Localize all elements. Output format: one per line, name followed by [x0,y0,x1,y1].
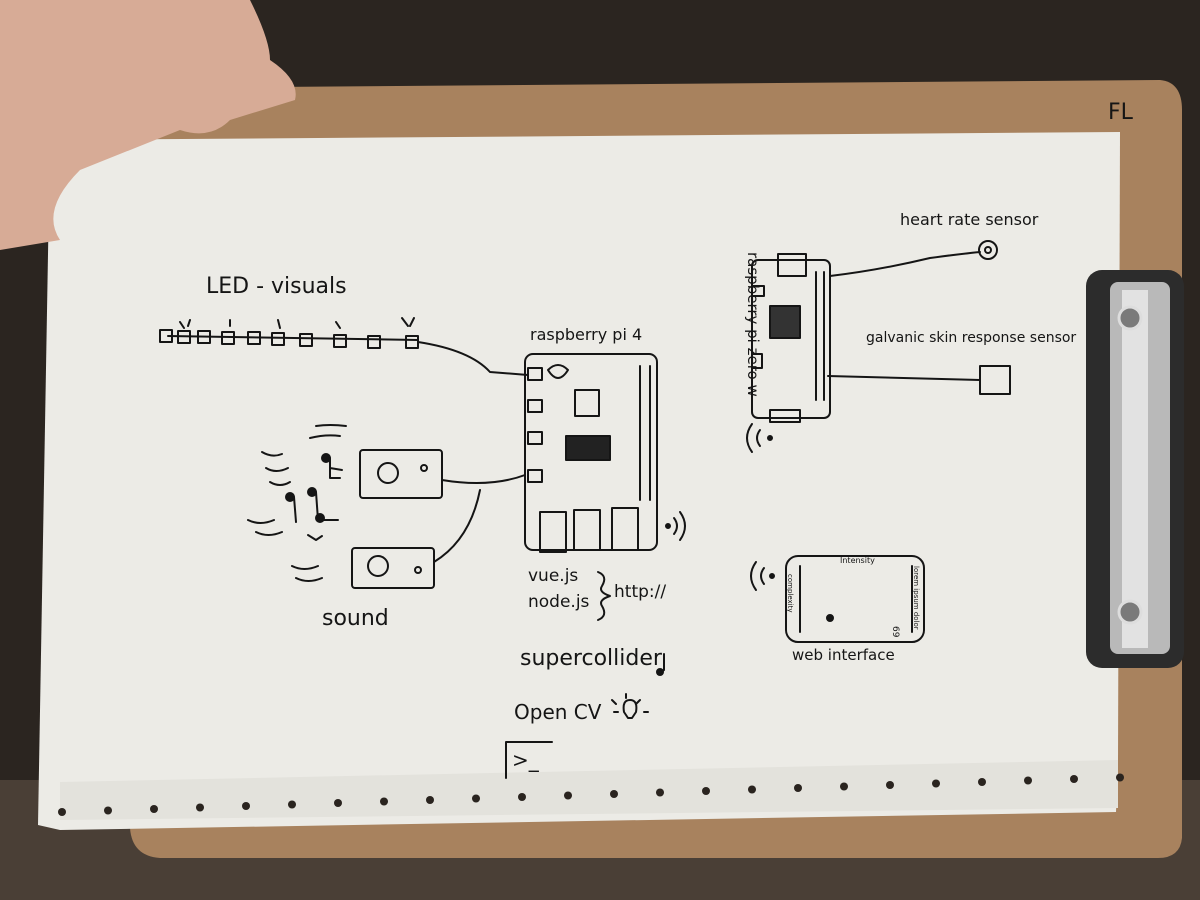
pi4-wifi-icon [665,511,686,541]
perforation-hole [380,797,388,806]
phone-complexity-label: complexity [786,574,794,613]
music-notes-icon [247,424,347,582]
supercollider-label: supercollider [520,646,662,671]
perforation-hole [334,799,342,807]
perforation-hole [794,784,802,792]
raspberry-pi-4-board [524,353,658,553]
lightbulb-icon [611,693,649,719]
opencv-label: Open CV [514,700,602,724]
terminal-frame [505,741,553,779]
paper-fold-strip [60,760,1118,820]
perforation-hole [58,808,66,816]
led-visuals-label: LED - visuals [206,274,347,299]
perforation-hole [288,800,296,809]
perforation-hole [656,788,664,797]
perforation-hole [426,796,434,804]
paper-sheet [38,132,1120,830]
speaker-top [359,449,526,499]
perforation-hole [196,803,204,812]
paper-perforation-holes [58,773,1124,816]
perforation-hole [702,787,710,795]
raspberry-pi-zero-board [751,240,1011,423]
sound-label: sound [322,606,389,631]
perforation-hole [472,794,480,803]
perforation-hole [564,791,572,800]
supercollider-note-icon [656,653,665,676]
phone-corner-label: 69 [890,626,900,638]
heart-rate-sensor-label: heart rate sensor [900,210,1039,229]
raspberry-pi-zero-label: raspberry pi zero w [744,252,762,397]
perforation-hole [886,781,894,789]
phone-wifi-icon [750,561,775,591]
perforation-hole [104,806,112,815]
perforation-hole [748,785,756,794]
smartphone-web-interface [785,555,925,643]
nodejs-label: node.js [528,592,590,612]
perforation-hole [1024,776,1032,785]
perforation-hole [840,782,848,791]
vuejs-label: vue.js [528,566,579,586]
gsr-sensor-label: galvanic skin response sensor [866,330,1077,346]
terminal-prompt: >_ [512,748,539,772]
phone-intensity-label: Intensity [840,556,875,565]
led-strip [159,317,529,376]
perforation-hole [1116,773,1124,782]
perforation-hole [1070,775,1078,783]
speaker-bottom [351,489,481,589]
perforation-hole [932,779,940,788]
pi-zero-wifi-icon [746,423,773,453]
clipboard-edge-text: FL [1108,100,1133,125]
http-label: http:// [614,582,667,602]
web-interface-label: web interface [792,646,895,664]
hand [0,0,296,250]
phone-side-label: lorem ipsum dolor [912,566,920,630]
brace [597,571,611,621]
perforation-hole [150,805,158,813]
perforation-hole [242,802,250,810]
metal-clip [1086,270,1184,668]
raspberry-pi-4-label: raspberry pi 4 [530,325,643,344]
perforation-hole [610,790,618,798]
perforation-hole [518,793,526,801]
perforation-hole [978,778,986,786]
